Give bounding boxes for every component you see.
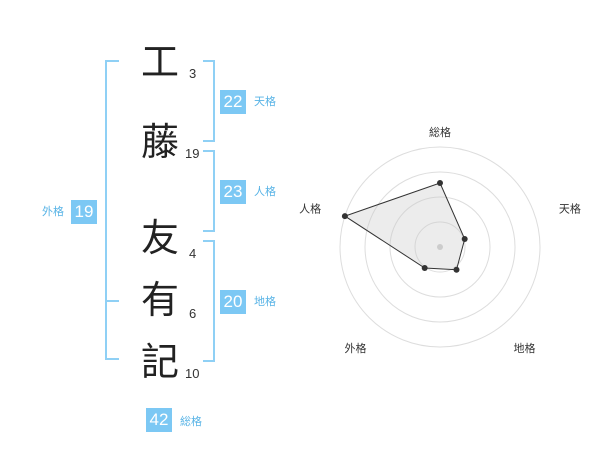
chikaku-label: 地格: [254, 295, 276, 308]
tenkaku-label: 天格: [254, 95, 276, 108]
tenkaku-bracket: [203, 60, 215, 142]
name-char-1: 工: [140, 40, 179, 84]
jinkaku-bracket: [203, 150, 215, 232]
name-char-3: 友: [140, 216, 179, 260]
radar-axis-label-3: 地格: [514, 341, 536, 355]
name-char-5: 記: [140, 340, 179, 384]
gaikaku-label: 外格: [42, 205, 64, 218]
gaikaku-bracket-top: [105, 60, 119, 302]
radar-axis-label-5: 人格: [299, 201, 321, 215]
stroke-count-1: 3: [189, 66, 197, 81]
jinkaku-label: 人格: [254, 185, 276, 198]
soukaku-label: 総格: [180, 415, 202, 428]
radar-ring-4: [339, 146, 541, 348]
radar-point-4: [421, 265, 428, 271]
chikaku-value: 20: [220, 290, 246, 314]
radar-ring-2: [389, 196, 491, 298]
stroke-count-2: 19: [185, 146, 200, 161]
stroke-count-3: 4: [189, 246, 197, 261]
tenkaku-value: 22: [220, 90, 246, 114]
soukaku-value: 42: [146, 408, 172, 432]
radar-point-3: [453, 266, 460, 273]
radar-ring-1: [414, 221, 466, 273]
stroke-count-4: 6: [189, 306, 197, 321]
radar-point-5: [341, 213, 348, 220]
gaikaku-value: 19: [71, 200, 97, 224]
name-char-4: 有: [140, 278, 179, 322]
radar-area: [343, 182, 466, 271]
stroke-count-5: 10: [185, 366, 200, 381]
name-char-2: 藤: [140, 120, 179, 164]
gaikaku-bracket-bottom: [105, 298, 119, 360]
jinkaku-value: 23: [220, 180, 246, 204]
radar-axis-label-1: 総格: [429, 125, 451, 139]
radar-axis-label-2: 天格: [559, 201, 581, 215]
radar-point-2: [461, 236, 468, 242]
radar-axis-label-4: 外格: [345, 341, 367, 355]
radar-point-1: [437, 180, 443, 186]
radar-ring-3: [364, 171, 516, 323]
chikaku-bracket: [203, 240, 215, 362]
radar-center: [437, 244, 443, 250]
